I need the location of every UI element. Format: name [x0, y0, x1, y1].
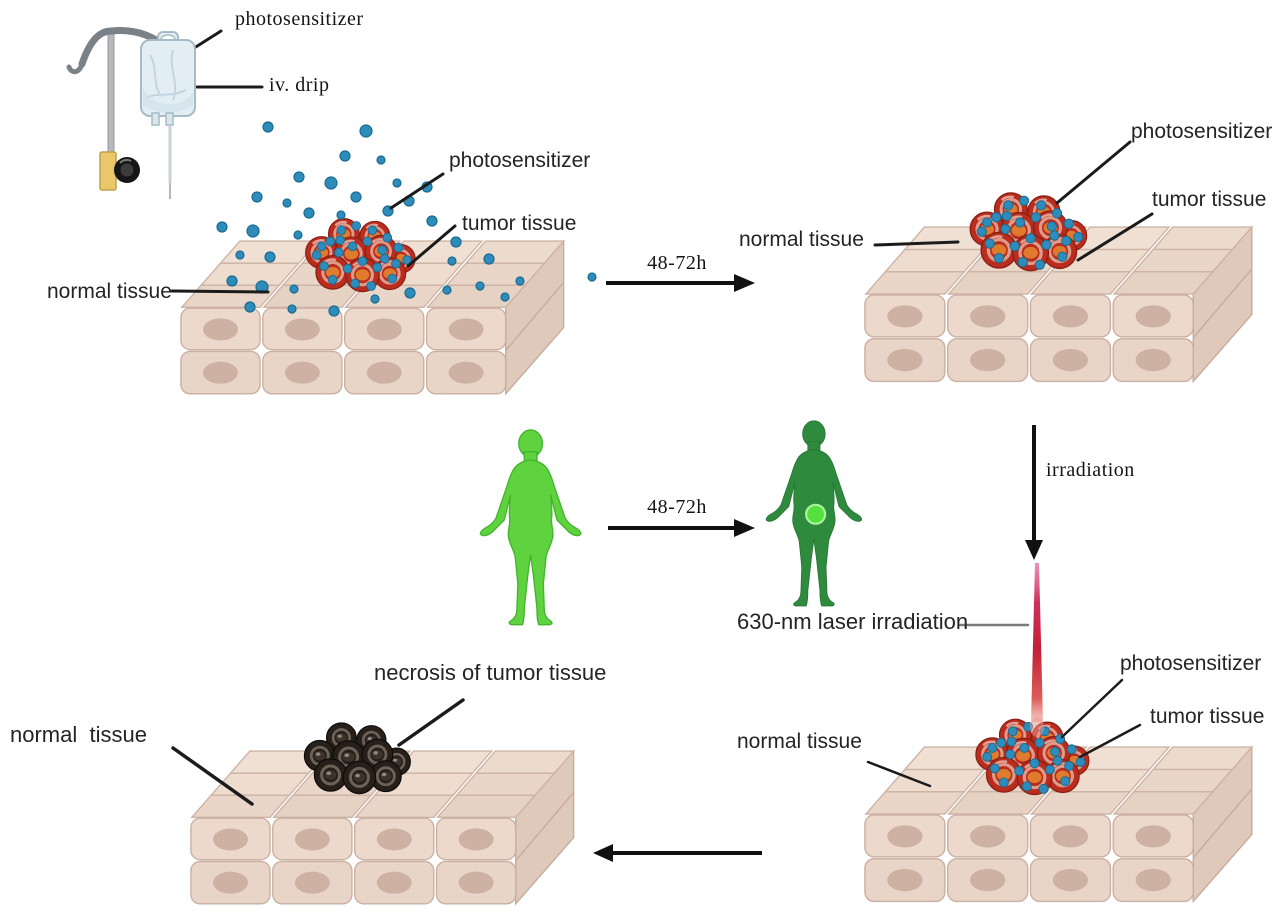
iv-bag [140, 31, 196, 199]
interval-middle-label: 48-72h [647, 496, 707, 518]
arrow-down-irradiation [1025, 540, 1043, 560]
iv-pole-clamp [99, 151, 117, 191]
accumulation-photosensitizer-label: photosensitizer [1131, 120, 1273, 143]
leader-necrosis-normal [171, 746, 254, 806]
accumulation-normal-label: normal tissue [739, 228, 864, 251]
leader-irradiation-photosensitizer [1060, 678, 1124, 739]
arrow-right-middle [734, 519, 755, 537]
leader-irradiation-tumor [1078, 723, 1142, 759]
patient-before-figure [479, 429, 582, 626]
tumor-cluster-injection [306, 219, 415, 292]
injection-normal-label: normal tissue [47, 280, 172, 303]
leader-necrosis [397, 698, 465, 747]
arrow-left-bottom [593, 844, 613, 862]
leader-lines [170, 29, 1154, 806]
laser-beam [1030, 563, 1044, 737]
tumor-cluster-accumulation [970, 193, 1087, 271]
irradiation-normal-label: normal tissue [737, 730, 862, 753]
leader-accumulation-tumor [1076, 212, 1154, 262]
leader-injection-photosensitizer [389, 172, 445, 210]
iv-stand [66, 27, 196, 199]
necrosis-cluster [304, 723, 410, 794]
tumor-spot [805, 503, 827, 525]
iv-photosensitizer-label: photosensitizer [235, 8, 364, 30]
injection-tumor-label: tumor tissue [462, 212, 577, 235]
irradiation-label: irradiation [1046, 459, 1135, 481]
leader-injection-normal [170, 289, 270, 294]
leader-accumulation-photosensitizer [1055, 140, 1132, 205]
leader-iv-photosensitizer [189, 29, 223, 52]
necrosis-normal-label: normal tissue [10, 722, 147, 747]
arrow-right-top [734, 274, 755, 292]
laser-label: 630-nm laser irradiation [737, 609, 969, 634]
leader-irradiation-normal [866, 760, 932, 788]
irradiation-tumor-label: tumor tissue [1150, 705, 1265, 728]
leader-accumulation-normal [873, 240, 960, 247]
patient-after-figure [765, 420, 863, 607]
interval-top-label: 48-72h [647, 252, 707, 274]
process-arrows [593, 274, 1043, 862]
irradiation-photosensitizer-label: photosensitizer [1120, 652, 1262, 675]
injection-photosensitizer-label: photosensitizer [449, 149, 591, 172]
necrosis-label: necrosis of tumor tissue [374, 660, 607, 685]
iv-drip-label: iv. drip [269, 74, 330, 96]
accumulation-tumor-label: tumor tissue [1152, 188, 1267, 211]
leader-injection-tumor [406, 224, 457, 268]
